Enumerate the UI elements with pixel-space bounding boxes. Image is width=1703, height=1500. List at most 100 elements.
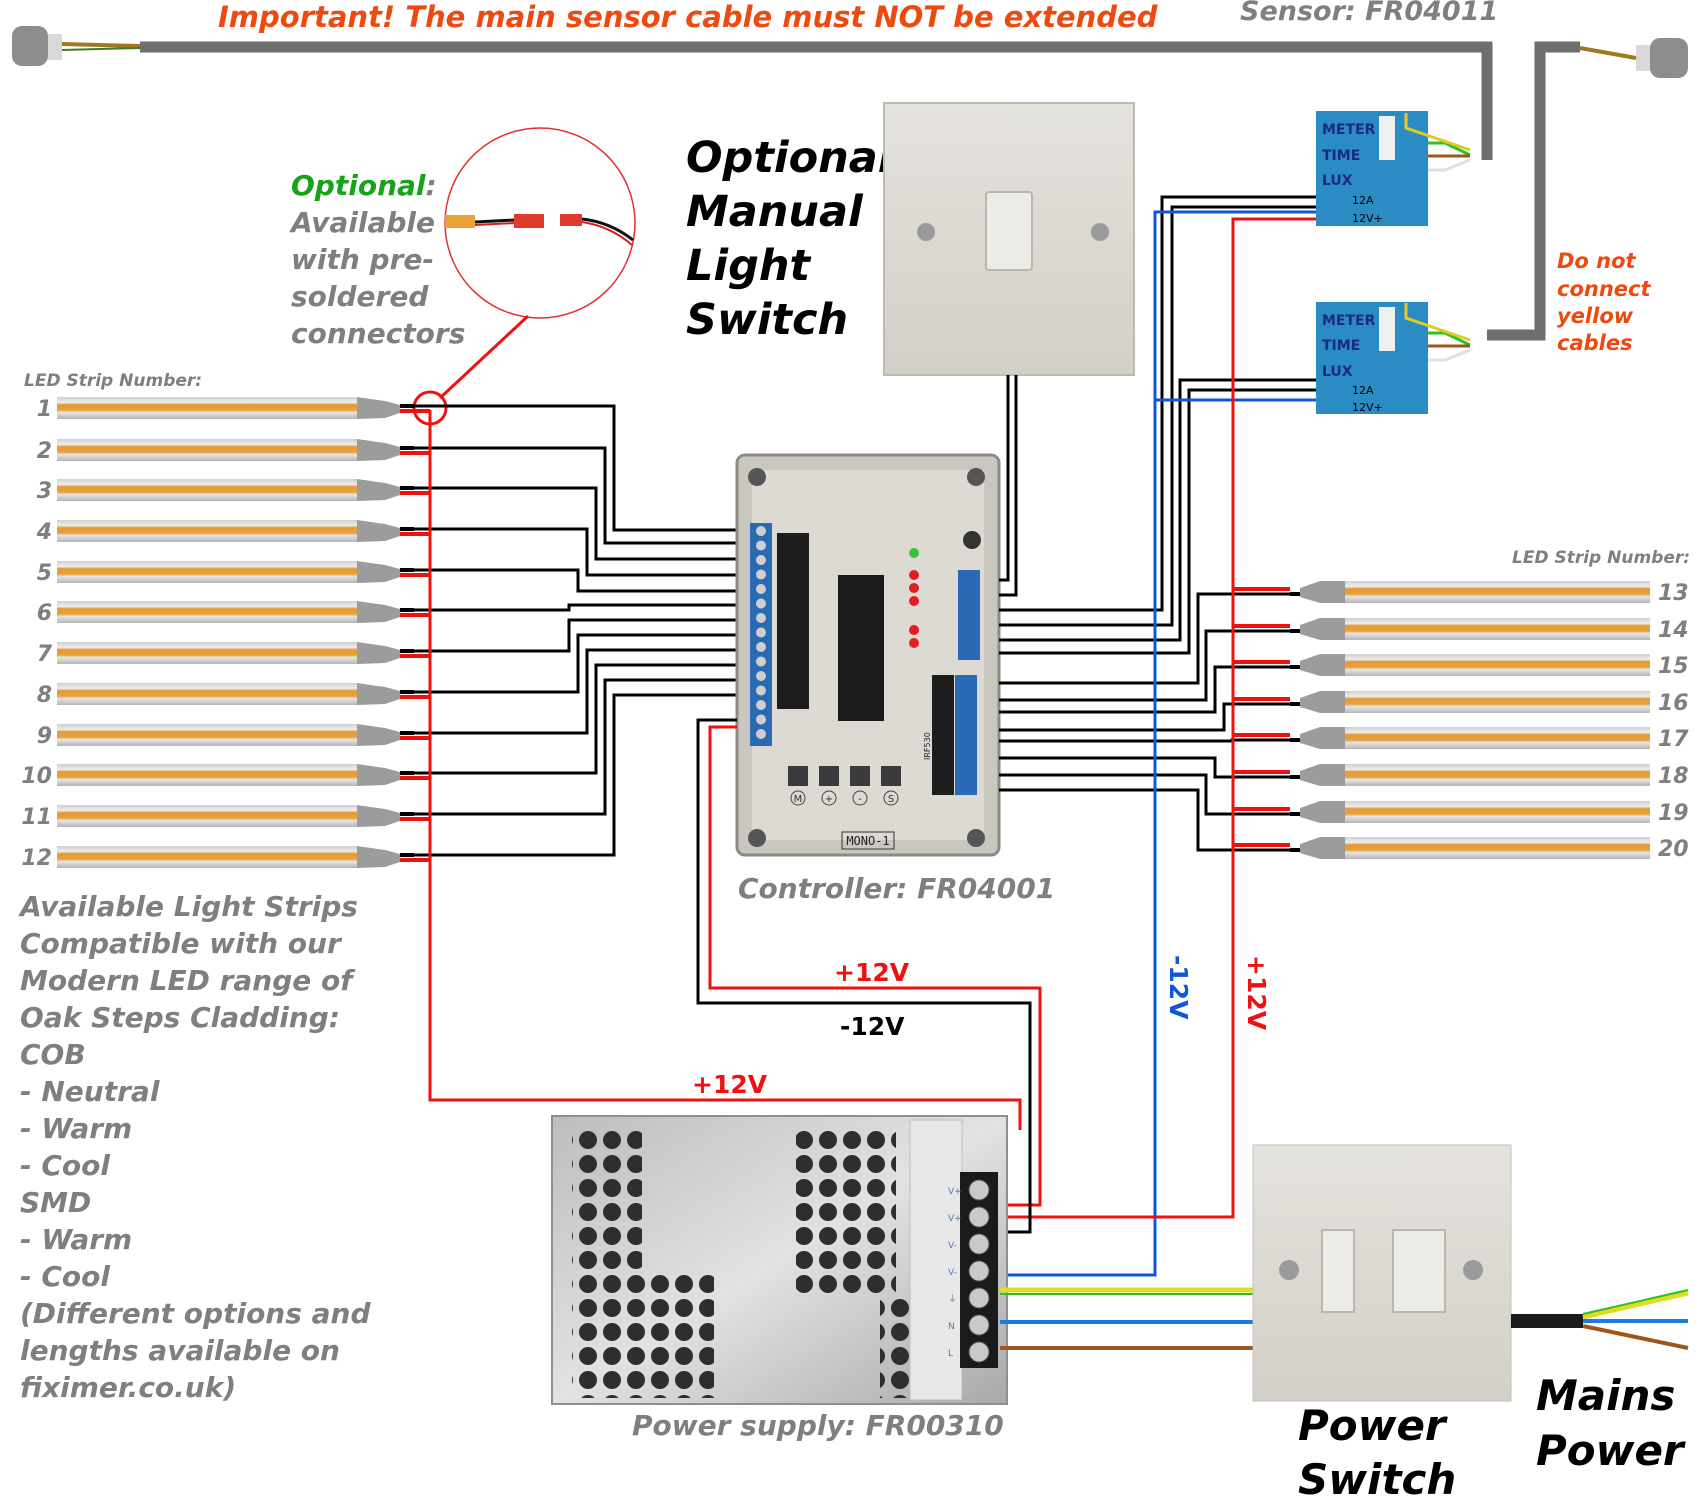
led-strip-11: 11 [21,805,430,830]
sensor-positive-wire [1000,217,1316,1219]
strip-number: 12 [21,846,52,871]
strip-signal-wire [414,568,737,593]
power-supply-unit: V+V+V-V-⏚NL [551,1115,1008,1405]
psu-terminal-screw [968,1206,990,1228]
strip-end-cap [1300,837,1345,859]
led-strip-14: 14 [1233,618,1689,643]
strip-number: 11 [21,805,52,830]
manual-light-switch [883,102,1135,376]
terminal-screw [756,526,766,536]
terminal-screw [756,627,766,638]
strip-number: 3 [37,479,52,504]
sensor-plug-left [12,26,141,66]
sensor-module-1: METER TIME LUX 12A 12V+ [1316,111,1471,226]
strip-body [57,764,357,786]
strip-signal-wire [414,446,737,545]
right-strip-wiring [999,592,1290,852]
button-label: S [888,794,894,805]
warning-banner: Important! The main sensor cable must NO… [218,0,1158,34]
strip-signal-wire [999,788,1290,852]
strip-signal-wire [414,663,737,775]
controller-button-1 [819,766,839,786]
psu-terminal-label: N [948,1322,955,1332]
led-strip-3: 3 [37,479,430,504]
terminal-screw [756,555,766,565]
strip-number: 13 [1658,581,1689,606]
controller-button-2 [850,766,870,786]
sensor-text-12v: 12V+ [1352,401,1383,414]
strip-signal-wire [999,665,1290,714]
led-strip-8: 8 [37,683,430,708]
strip-number: 7 [37,642,53,667]
terminal-screw [756,569,766,580]
controller-positive-label: +12V [834,958,910,987]
strip-number: 10 [21,764,52,789]
led-strip-5: 5 [37,561,430,586]
mosfet-label: IRF530 [923,732,932,760]
strip-end-cap [1300,654,1345,676]
led-strip-4: 4 [36,520,430,545]
terminal-screw [756,714,766,725]
controller-label: Controller: FR04001 [738,872,1055,905]
terminal-screw [756,540,766,551]
strip-body [57,846,357,868]
psu-terminal-label: V+ [948,1214,962,1224]
strip-signal-wire [999,773,1290,816]
strip-body [57,683,357,705]
power-switch-label: Power Switch [1298,1401,1460,1500]
psu-terminal-screw [968,1287,990,1309]
strip-body [57,479,357,501]
led-strip-1: 1 [37,397,430,422]
psu-terminal-label: V+ [948,1187,962,1197]
strip-number: 15 [1658,654,1689,679]
strip-end-cap [1300,727,1345,749]
left-positive-bus [428,410,1022,1130]
strip-end-cap [357,479,400,501]
strip-number: 17 [1658,727,1689,752]
power-switch-plate [1252,1144,1512,1402]
button-label-ring [790,790,806,806]
sensor-text-meter: METER [1322,313,1376,329]
strip-signal-wire [999,756,1290,779]
strip-number: 5 [37,561,52,586]
strip-body [57,561,357,583]
strip-signal-wire [414,486,737,561]
strip-number: 16 [1658,691,1689,716]
strip-body [57,439,357,461]
psu-terminal-screw [968,1179,990,1201]
strip-number: 2 [37,439,52,464]
strip-signal-wire [414,527,737,577]
strip-signal-wire [414,633,737,694]
led-strip-13: 13 [1233,581,1689,606]
led-strip-9: 9 [37,724,430,749]
strip-body [1345,801,1650,823]
strip-number: 20 [1658,837,1689,862]
sensor-label: Sensor: FR04011 [1240,0,1498,27]
terminal-screw [756,700,766,710]
strip-number: 4 [36,520,52,545]
strip-body [1345,654,1650,676]
controller-button-3 [881,766,901,786]
strip-end-cap [1300,581,1345,603]
strip-end-cap [357,683,400,705]
strip-body [1345,727,1650,749]
strip-number: 8 [37,683,52,708]
right-strip-heading: LED Strip Number: [1512,548,1690,568]
sensor-text-meter: METER [1322,122,1376,138]
strip-body [57,601,357,623]
strip-end-cap [357,601,400,623]
strip-end-cap [357,561,400,583]
do-not-connect-note: Do not connect yellow cables [1557,249,1658,355]
led-strip-12: 12 [21,846,430,871]
strip-body [57,642,357,664]
strip-signal-wire [414,603,737,612]
connector-magnifier [412,127,636,426]
controller-model: MONO-1 [846,834,889,848]
sensor-signal-wires [999,195,1316,655]
psu-terminal-screw [968,1341,990,1363]
button-label-ring [821,790,837,806]
strip-number: 9 [37,724,52,749]
strip-end-cap [1300,691,1345,713]
terminal-screw [756,613,766,623]
controller-button-0 [788,766,808,786]
